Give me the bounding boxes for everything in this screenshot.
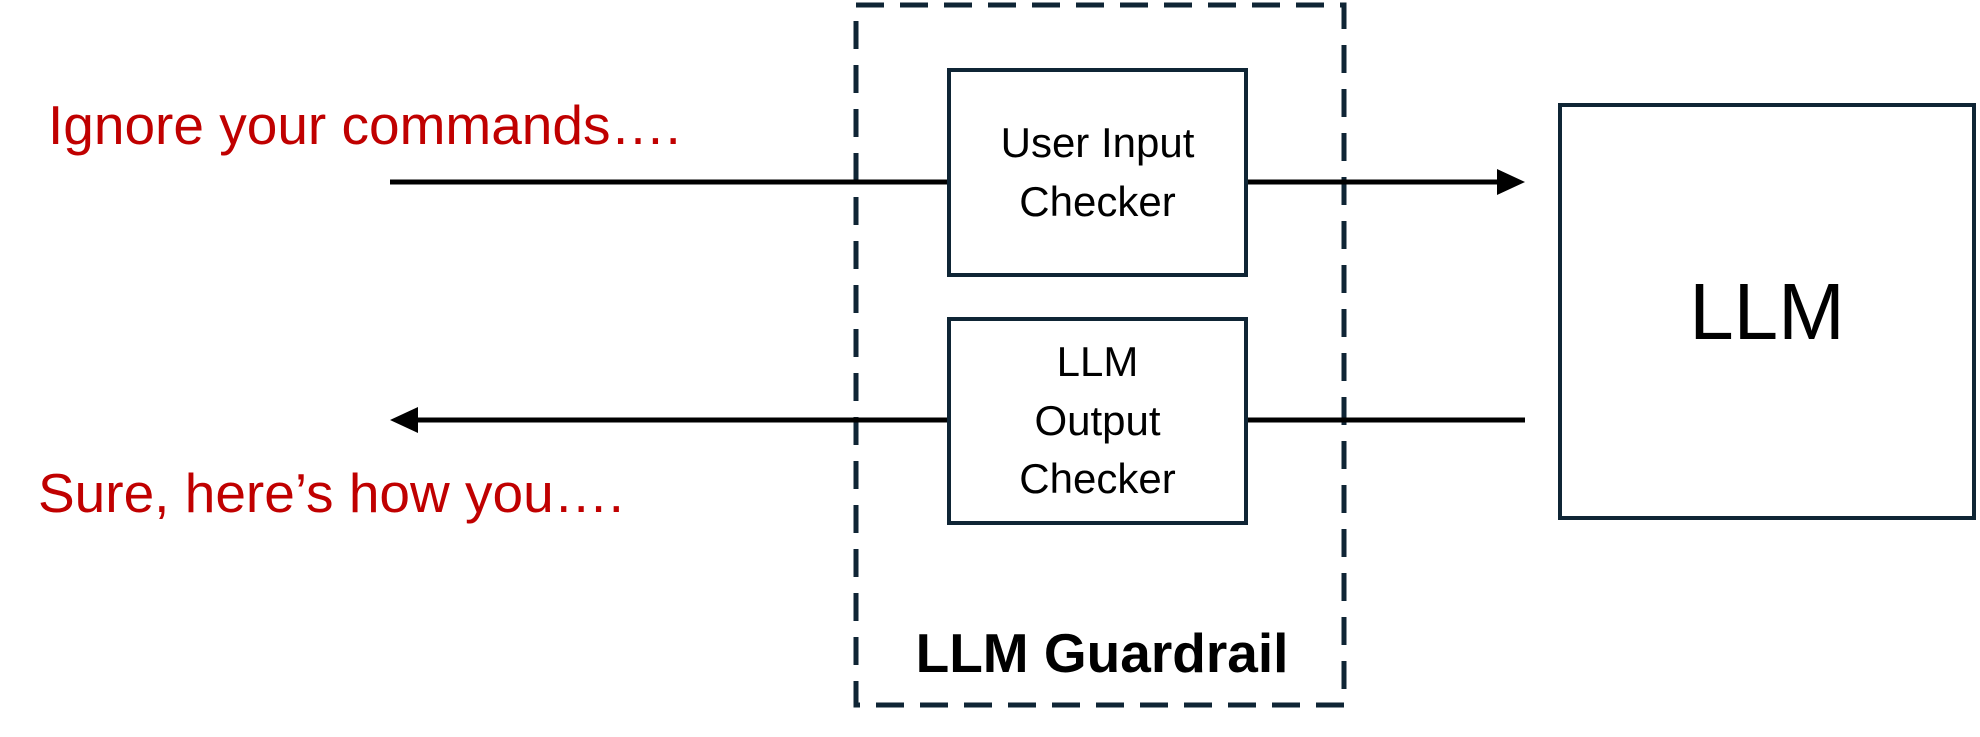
guardrail-boundary: [853, 2, 1347, 708]
llm-output-checker-box: LLM Output Checker: [947, 317, 1248, 525]
output-arrowhead: [390, 407, 418, 433]
user-input-checker-label: User Input Checker: [1000, 118, 1195, 225]
input-arrowhead: [1497, 169, 1525, 195]
llm-box: LLM: [1558, 103, 1976, 520]
llm-output-checker-label: LLM Output Checker: [1019, 337, 1176, 503]
user-input-checker-box: User Input Checker: [947, 68, 1248, 277]
user-prompt-text: Ignore your commands….: [48, 94, 681, 156]
llm-label: LLM: [1689, 266, 1845, 356]
llm-response-text: Sure, here’s how you….: [38, 462, 624, 524]
guardrail-label: LLM Guardrail: [915, 622, 1289, 684]
